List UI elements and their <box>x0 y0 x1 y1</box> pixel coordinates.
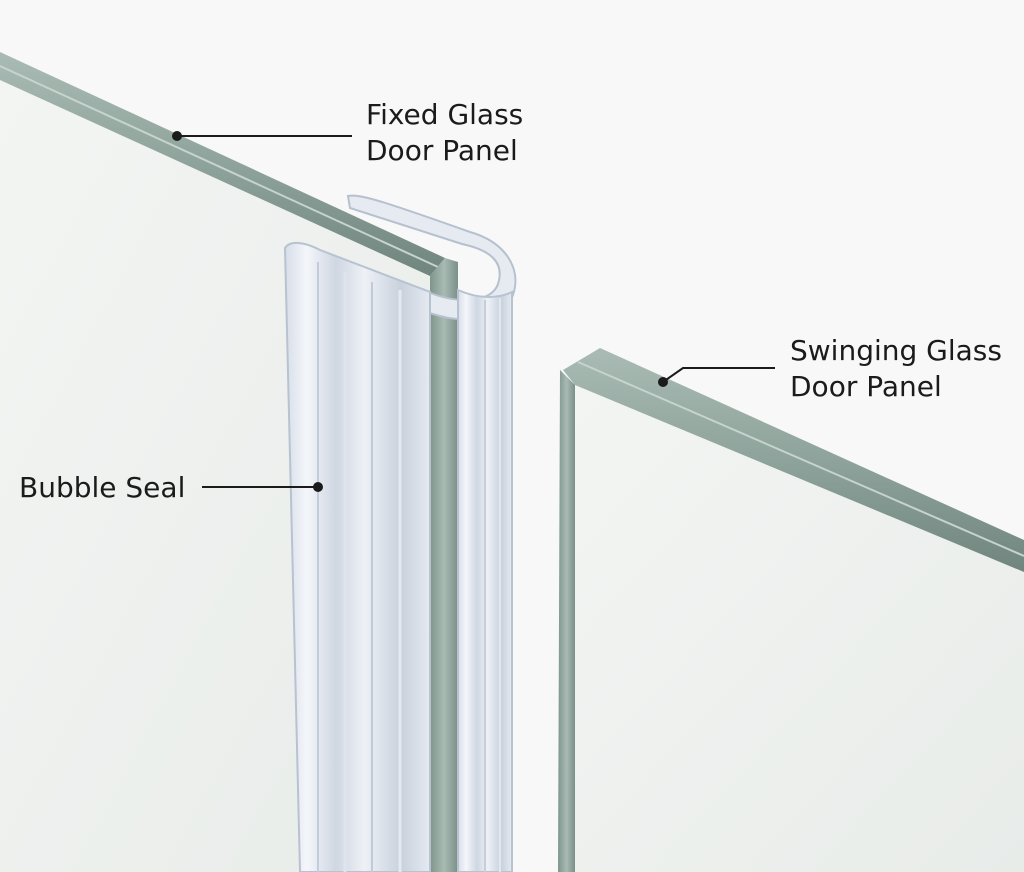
leader-lines <box>172 131 775 492</box>
swinging-panel-label: Swinging Glass Door Panel <box>790 333 1002 405</box>
fixed-panel-label-line1: Fixed Glass <box>366 98 524 131</box>
fixed-panel-side-edge <box>430 258 458 872</box>
fixed-panel-dot <box>172 131 182 141</box>
swinging-panel-top-edge <box>563 348 1024 572</box>
swinging-panel-label-line2: Door Panel <box>790 370 942 403</box>
bubble-seal-label: Bubble Seal <box>19 470 185 506</box>
swinging-panel-label-line1: Swinging Glass <box>790 334 1002 367</box>
swinging-panel-face <box>575 385 1024 872</box>
bubble-seal-body <box>283 242 431 872</box>
bubble-seal-dot <box>313 482 323 492</box>
swinging-panel-dot <box>658 377 668 387</box>
swinging-panel-side-edge <box>558 370 575 872</box>
swinging-glass-panel <box>558 348 1024 872</box>
fixed-panel-label-line2: Door Panel <box>366 134 518 167</box>
bubble-seal <box>283 194 517 872</box>
swinging-panel-leader <box>662 367 775 383</box>
bubble-seal-label-text: Bubble Seal <box>19 471 186 504</box>
fixed-panel-label: Fixed Glass Door Panel <box>366 97 523 169</box>
